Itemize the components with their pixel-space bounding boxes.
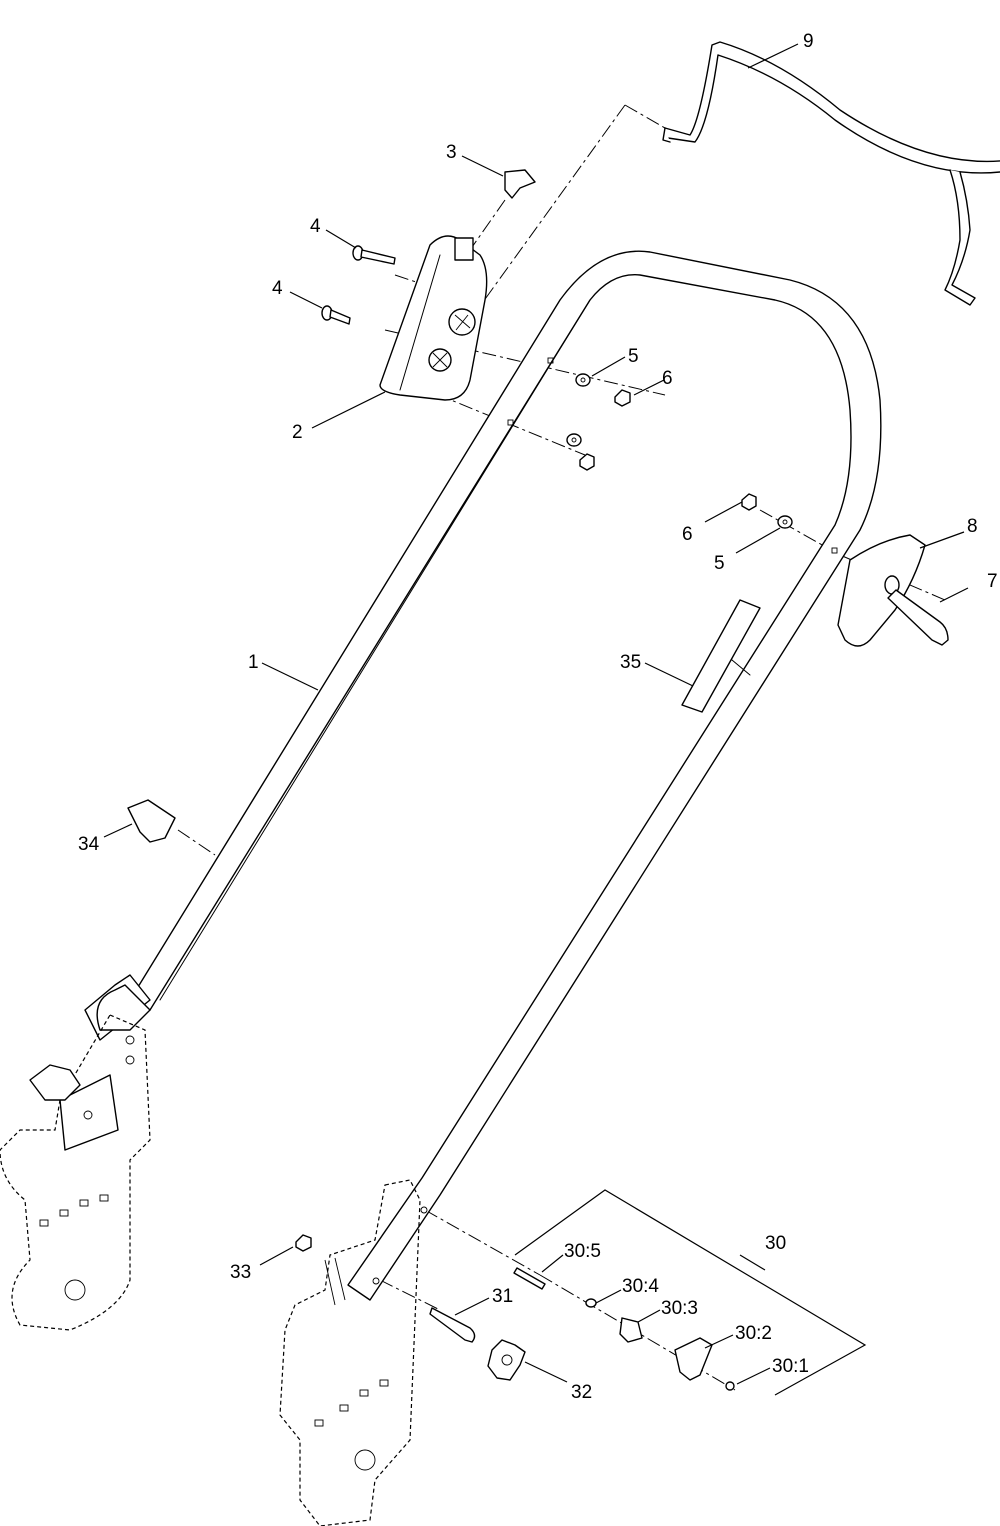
- cable-clip: [127, 799, 176, 843]
- callout-3: 3: [446, 142, 457, 163]
- callout-labels: 1 2 3 4 4 5 6 6 5 7 8 9 35 34 30 30:5 30…: [78, 31, 998, 1403]
- bail-bar: [662, 41, 1000, 306]
- callout-1: 1: [248, 652, 259, 673]
- callout-2: 2: [292, 422, 303, 443]
- callout-7: 7: [987, 571, 998, 592]
- callout-35: 35: [620, 652, 641, 673]
- lower-hardware: [295, 1234, 735, 1391]
- callout-30-2: 30:2: [735, 1323, 772, 1344]
- callout-6-upper: 6: [662, 368, 673, 389]
- callout-5-lower: 5: [714, 553, 725, 574]
- group-bracket: [514, 1189, 867, 1396]
- latch: [504, 169, 536, 199]
- callout-4-lower: 4: [272, 278, 283, 299]
- callout-30-3: 30:3: [661, 1298, 698, 1319]
- decal: [681, 599, 761, 713]
- left-height-plate: [0, 974, 151, 1331]
- callout-30-4: 30:4: [622, 1276, 659, 1297]
- control-housing: [379, 235, 488, 401]
- callout-30-1: 30:1: [772, 1356, 809, 1377]
- right-height-plate: [279, 1179, 421, 1526]
- callout-30-5: 30:5: [564, 1241, 601, 1262]
- callout-32: 32: [571, 1382, 592, 1403]
- callout-34: 34: [78, 834, 100, 855]
- side-cover: [837, 534, 949, 647]
- callout-5-upper: 5: [628, 346, 639, 367]
- callout-31: 31: [492, 1286, 513, 1307]
- callout-30: 30: [765, 1233, 786, 1254]
- washers-nuts: [566, 373, 793, 529]
- callout-6-lower: 6: [682, 524, 693, 545]
- bolts: [321, 245, 396, 325]
- callout-8: 8: [967, 516, 978, 537]
- callout-9: 9: [803, 31, 814, 52]
- leader-lines: [103, 43, 969, 1385]
- handle-tube: [129, 250, 882, 1301]
- callout-33: 33: [230, 1262, 251, 1283]
- callout-4-upper: 4: [310, 216, 321, 237]
